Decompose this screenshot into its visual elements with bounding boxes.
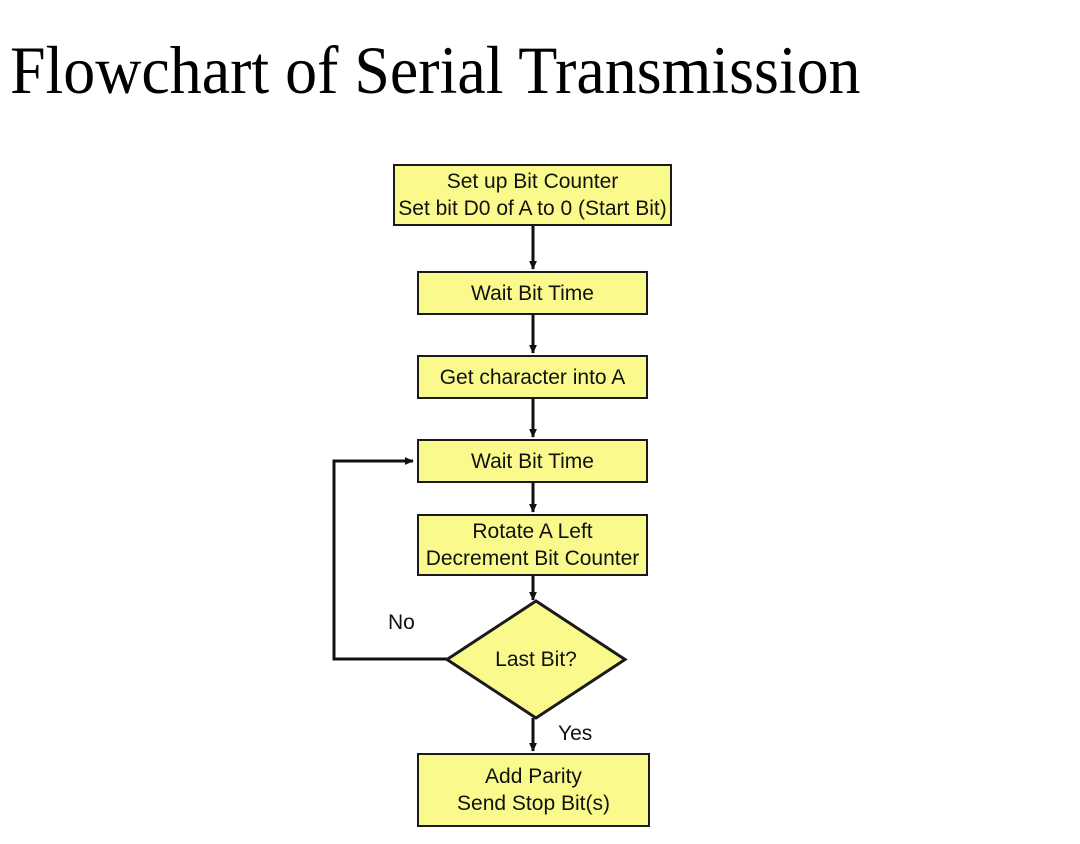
edge-label-no: No [388, 611, 415, 634]
node-line-2: Decrement Bit Counter [425, 547, 640, 570]
process-node-add-parity[interactable]: Add Parity Send Stop Bit(s) [417, 753, 650, 827]
process-node-rotate-a-left[interactable]: Rotate A Left Decrement Bit Counter [417, 514, 648, 576]
decision-node-last-bit-shape [444, 599, 628, 720]
page-title: Flowchart of Serial Transmission [10, 32, 861, 108]
connector-n6-n4-no-loop [332, 457, 447, 661]
decision-node-label: Last Bit? [495, 647, 577, 671]
node-line-1: Wait Bit Time [471, 281, 594, 305]
node-line-2: Set bit D0 of A to 0 (Start Bit) [398, 197, 667, 220]
process-node-wait-bit-time-2[interactable]: Wait Bit Time [417, 439, 648, 483]
process-node-get-character-into-a[interactable]: Get character into A [417, 355, 648, 399]
edge-label-yes: Yes [558, 722, 593, 745]
node-line-1: Rotate A Left [472, 520, 593, 543]
node-line-1: Set up Bit Counter [446, 170, 619, 193]
process-node-setup-bit-counter[interactable]: Set up Bit Counter Set bit D0 of A to 0 … [393, 164, 672, 226]
process-node-wait-bit-time-1[interactable]: Wait Bit Time [417, 271, 648, 315]
node-line-1: Add Parity [485, 765, 582, 788]
node-line-1: Get character into A [439, 365, 626, 389]
node-line-2: Send Stop Bit(s) [457, 792, 610, 815]
node-line-1: Wait Bit Time [471, 449, 594, 473]
decision-node-last-bit[interactable]: Last Bit? [447, 601, 625, 718]
